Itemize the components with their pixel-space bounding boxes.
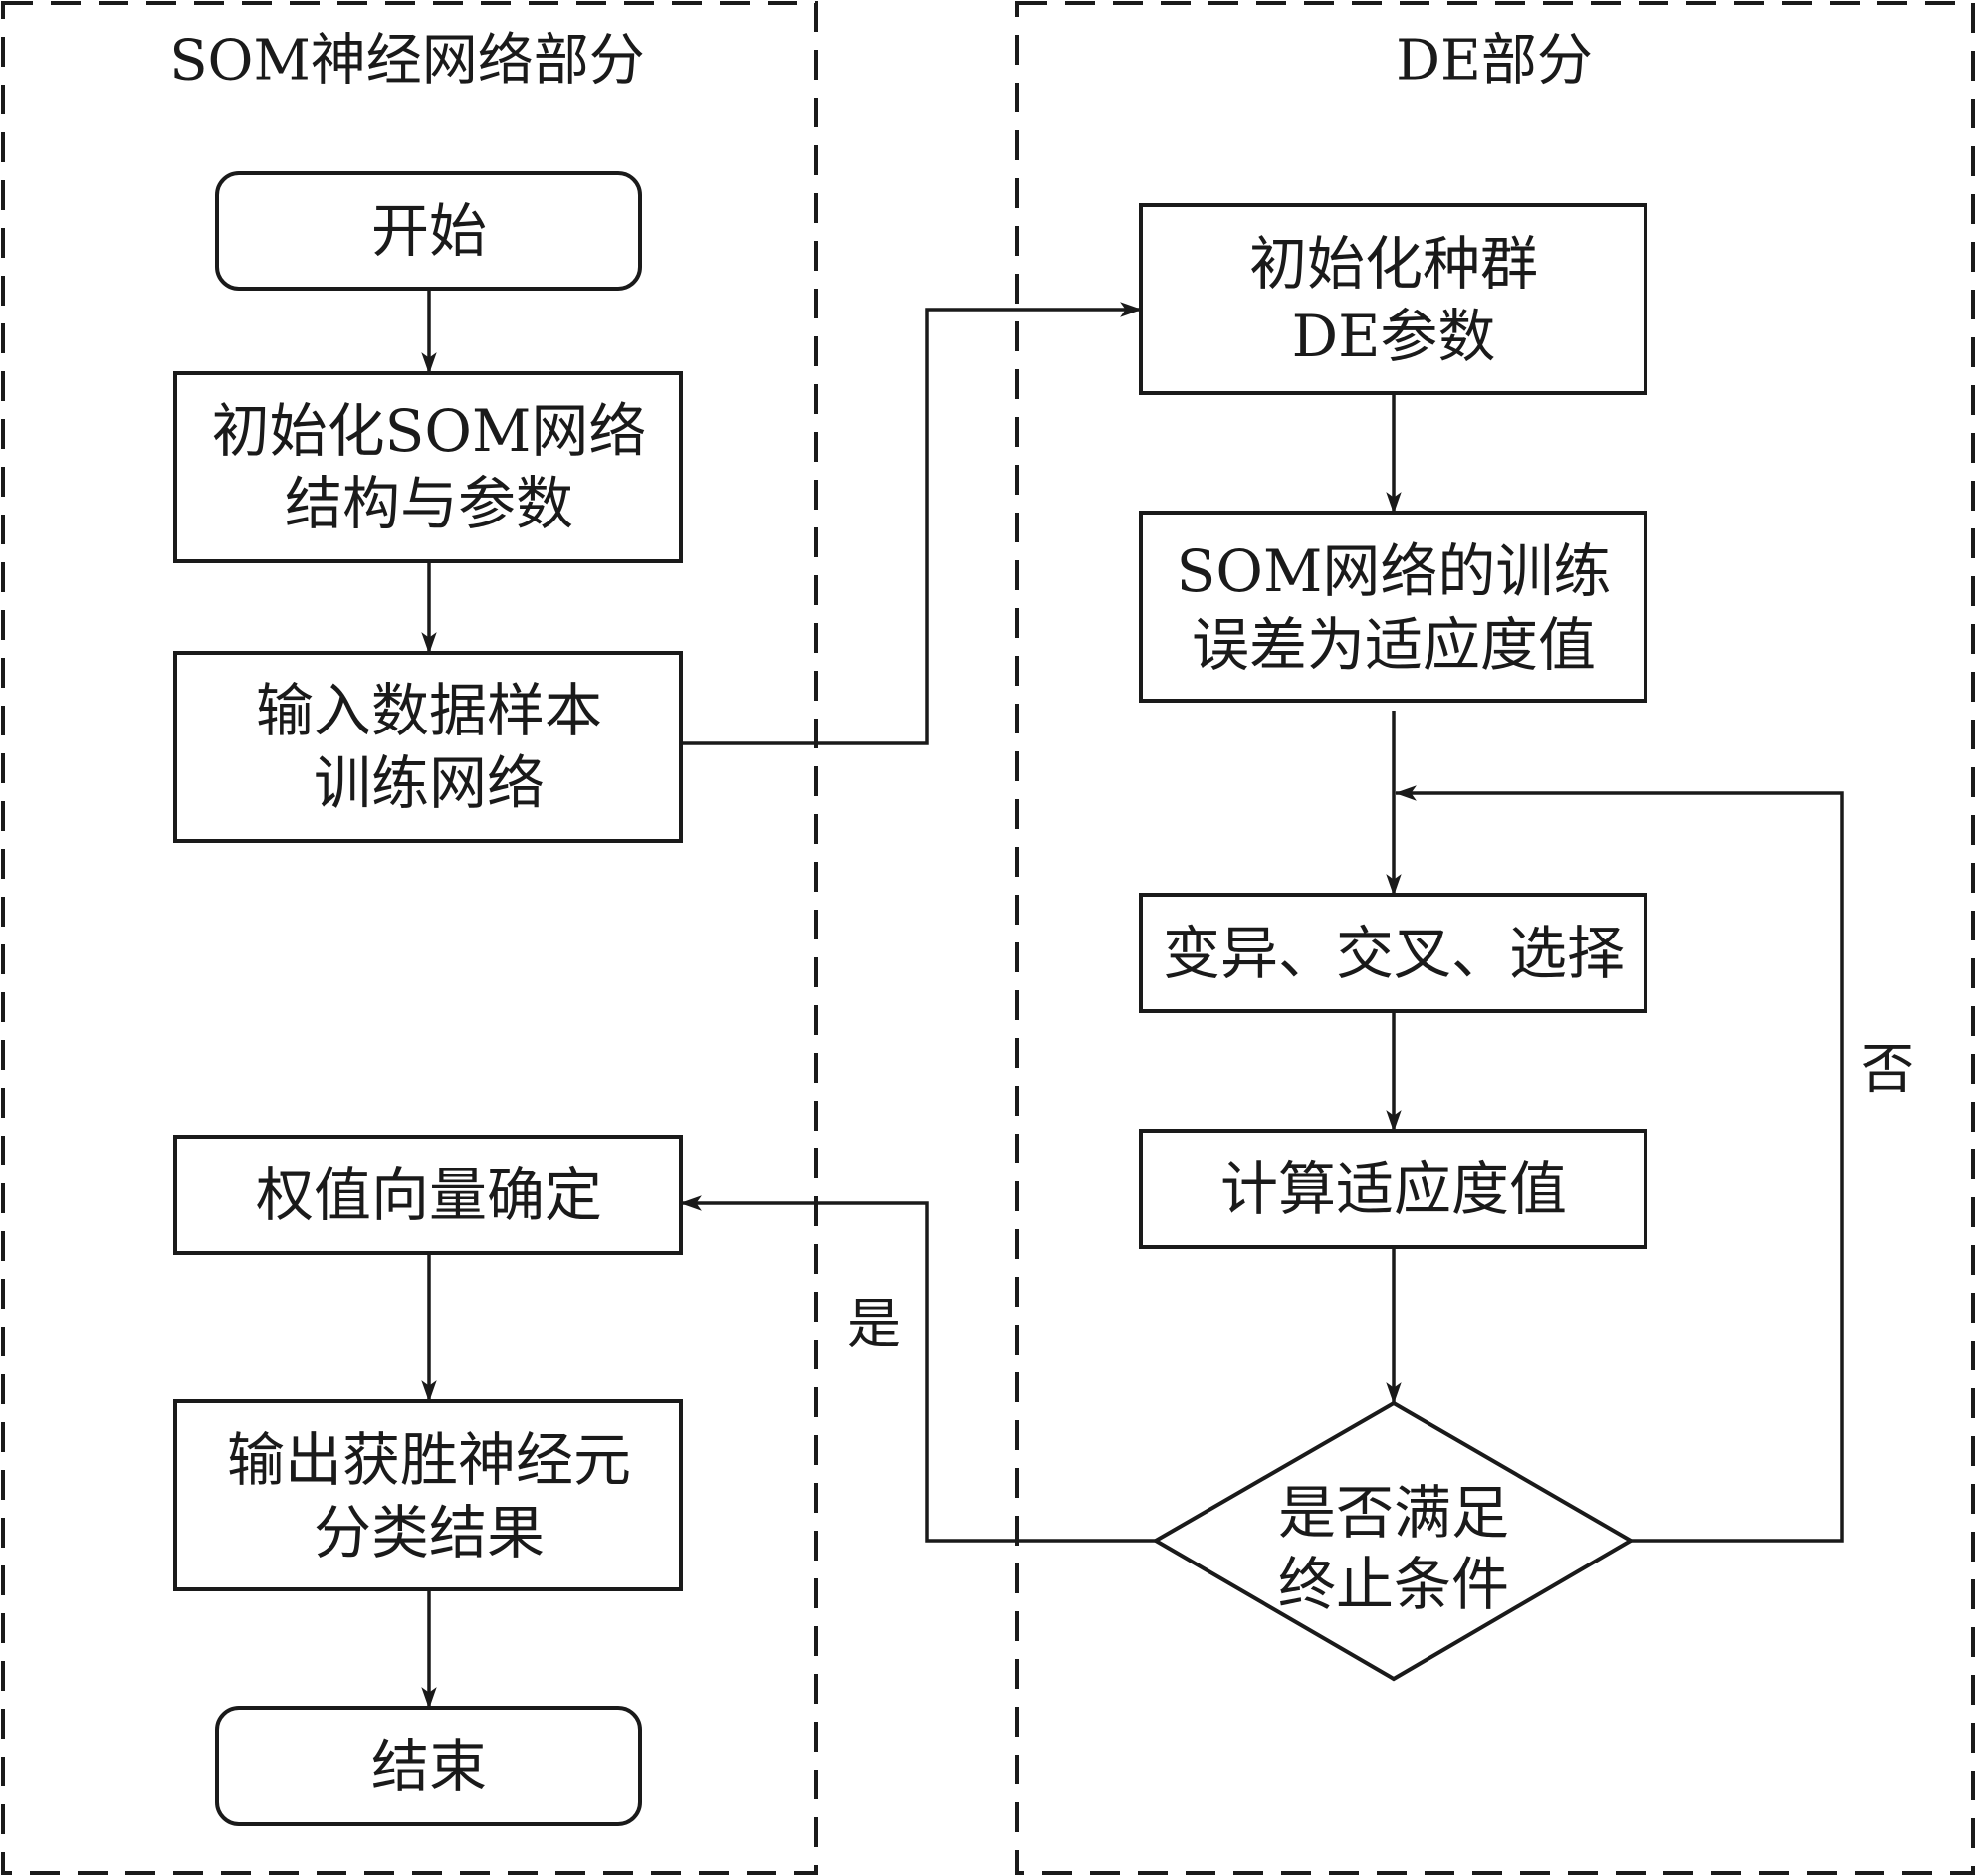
de-section-title: DE部分 (1396, 29, 1593, 94)
init-pop-label-line1: 初始化种群 (1249, 230, 1538, 298)
input-train-label-line1: 输入数据样本 (256, 677, 602, 744)
end-label: 结束 (371, 1733, 487, 1800)
som-fitness-label-line1: SOM网络的训练 (1177, 537, 1612, 605)
init-pop-node: 初始化种群 DE参数 (1139, 203, 1648, 395)
evolve-node: 变异、交叉、选择 (1139, 893, 1648, 1013)
output-node: 输出获胜神经元 分类结果 (173, 1399, 683, 1591)
start-node: 开始 (215, 171, 642, 291)
calc-fitness-label: 计算适应度值 (1220, 1155, 1567, 1223)
decision-node: 是否满足 终止条件 (1152, 1400, 1635, 1682)
som-fitness-node: SOM网络的训练 误差为适应度值 (1139, 511, 1648, 703)
weight-label: 权值向量确定 (256, 1161, 602, 1229)
som-fitness-label-line2: 误差为适应度值 (1192, 611, 1596, 679)
edge-input-to-initpop (681, 302, 1143, 745)
de-section-border (1015, 1, 1975, 1875)
edge-decision-yes-to-weight (679, 1195, 1156, 1543)
init-pop-label-line2: DE参数 (1292, 303, 1496, 370)
evolve-label: 变异、交叉、选择 (1163, 920, 1625, 987)
edge-decision-no-loop (1394, 785, 1844, 1543)
init-som-label-line1: 初始化SOM网络 (212, 397, 647, 465)
calc-fitness-node: 计算适应度值 (1139, 1129, 1648, 1249)
start-label: 开始 (371, 197, 487, 265)
weight-node: 权值向量确定 (173, 1135, 683, 1255)
som-section-border (1, 1, 818, 1875)
output-label-line2: 分类结果 (314, 1499, 545, 1566)
som-section-title: SOM神经网络部分 (169, 29, 645, 94)
output-label-line1: 输出获胜神经元 (227, 1426, 631, 1494)
edge-label-yes: 是 (847, 1293, 901, 1355)
edge-label-no: 否 (1861, 1038, 1914, 1101)
end-node: 结束 (215, 1706, 642, 1826)
input-train-label-line2: 训练网络 (314, 749, 545, 817)
decision-label-line1: 是否满足 (1278, 1479, 1509, 1547)
init-som-node: 初始化SOM网络 结构与参数 (173, 371, 683, 563)
init-som-label-line2: 结构与参数 (285, 470, 573, 537)
decision-label-line2: 终止条件 (1278, 1551, 1509, 1618)
input-train-node: 输入数据样本 训练网络 (173, 651, 683, 843)
